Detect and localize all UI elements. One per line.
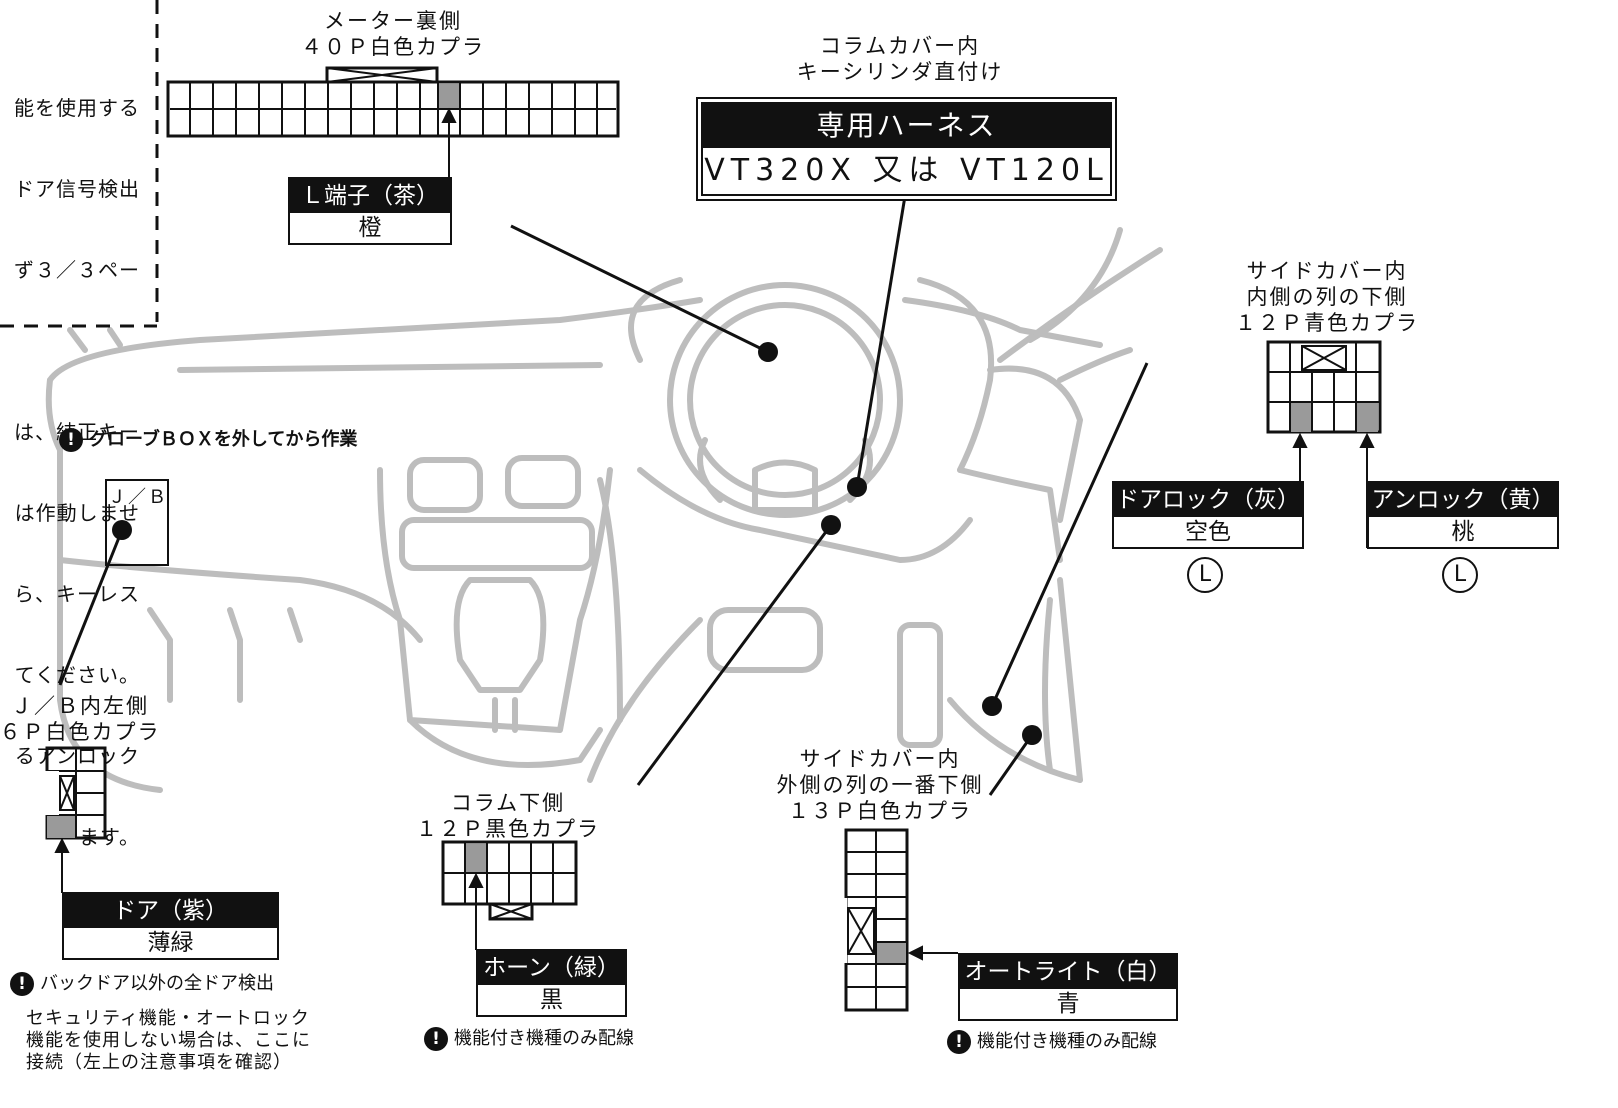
unlock-l-mark: L xyxy=(1442,557,1478,593)
note-line-2: ドア信号検出 xyxy=(14,177,140,201)
exclamation-circle-icon: ! xyxy=(59,428,83,452)
horn-label-bottom: 黒 xyxy=(540,987,563,1013)
meter-title: メーター裏側 ４０Ｐ白色カプラ xyxy=(301,9,485,59)
meter-point xyxy=(758,342,778,362)
jb-box-label: Ｊ／Ｂ xyxy=(108,487,168,508)
note-line-8: てください。 xyxy=(14,663,140,687)
side-outer-title: サイドカバー内 外側の列の一番下側 １３Ｐ白色カプラ xyxy=(776,747,984,823)
meter-label-bottom: 橙 xyxy=(358,215,382,241)
horn-label-top: ホーン（緑） xyxy=(478,951,625,985)
note-line-9: るアンロック xyxy=(14,744,140,768)
jb-warning-text: バックドア以外の全ドア検出 xyxy=(40,973,274,994)
door-lock-label-top: ドアロック（灰） xyxy=(1114,483,1302,517)
column-lower-point xyxy=(821,515,841,535)
lock-l-mark: L xyxy=(1187,557,1223,593)
note-line-1: 能を使用する xyxy=(14,96,140,120)
note-box-border xyxy=(0,0,159,328)
jb-label-top: ドア（紫） xyxy=(64,894,277,928)
glove-warning-text: グローブＢＯＸを外してから作業 xyxy=(89,429,358,450)
meter-label: Ｌ端子（茶） 橙 xyxy=(288,177,452,245)
side-outer-point xyxy=(1022,725,1042,745)
glove-warning: ! グローブＢＯＸを外してから作業 xyxy=(59,428,357,452)
caution-note: 能を使用する ドア信号検出 ず３／３ペー は、純正キー は作動しませ ら、キーレ… xyxy=(0,41,140,878)
autolight-label-bottom: 青 xyxy=(1056,991,1080,1017)
jb-label: ドア（紫） 薄緑 xyxy=(62,892,279,960)
column-title: コラムカバー内 キーシリンダ直付け xyxy=(796,34,1004,84)
column-lower-title: コラム下側 １２Ｐ黒色カプラ xyxy=(416,791,600,841)
note-line-3: ず３／３ペー xyxy=(14,258,140,282)
harness-models: VT320X 又は VT120L xyxy=(704,153,1109,188)
side-inner-point xyxy=(982,696,1002,716)
horn-warning: ! 機能付き機種のみ配線 xyxy=(424,1027,634,1051)
harness-box: 専用ハーネス VT320X 又は VT120L xyxy=(696,97,1117,201)
horn-warning-text: 機能付き機種のみ配線 xyxy=(454,1028,634,1049)
column-cover-point xyxy=(847,477,867,497)
note-line-7: ら、キーレス xyxy=(14,582,140,606)
jb-box xyxy=(105,479,169,566)
unlock-label-bottom: 桃 xyxy=(1451,519,1475,545)
note-line-6: は作動しませ xyxy=(14,501,140,525)
autolight-warning: ! 機能付き機種のみ配線 xyxy=(947,1030,1157,1054)
autolight-warning-text: 機能付き機種のみ配線 xyxy=(977,1031,1157,1052)
exclamation-circle-icon: ! xyxy=(10,972,34,996)
jb-note: セキュリティ機能・オートロック 機能を使用しない場合は、ここに 接続（左上の注意… xyxy=(26,1008,311,1073)
jb-point xyxy=(112,520,132,540)
autolight-label: オートライト（白） 青 xyxy=(958,953,1178,1021)
unlock-label: アンロック（黄） 桃 xyxy=(1367,481,1559,549)
horn-label: ホーン（緑） 黒 xyxy=(476,949,627,1017)
meter-label-top: Ｌ端子（茶） xyxy=(290,179,450,213)
jb-warning: ! バックドア以外の全ドア検出 xyxy=(10,972,274,996)
unlock-label-top: アンロック（黄） xyxy=(1369,483,1557,517)
exclamation-circle-icon: ! xyxy=(424,1027,448,1051)
exclamation-circle-icon: ! xyxy=(947,1030,971,1054)
door-lock-label-bottom: 空色 xyxy=(1185,519,1231,545)
autolight-label-top: オートライト（白） xyxy=(960,955,1176,989)
harness-title: 専用ハーネス xyxy=(703,104,1110,148)
note-line-10: ます。 xyxy=(79,825,140,849)
door-lock-label: ドアロック（灰） 空色 xyxy=(1112,481,1304,549)
jb-label-bottom: 薄緑 xyxy=(147,930,194,956)
jb-title: Ｊ／Ｂ内左側 ６Ｐ白色カプラ xyxy=(0,694,161,744)
side-inner-title: サイドカバー内 内側の列の下側 １２Ｐ青色カプラ xyxy=(1235,259,1419,335)
